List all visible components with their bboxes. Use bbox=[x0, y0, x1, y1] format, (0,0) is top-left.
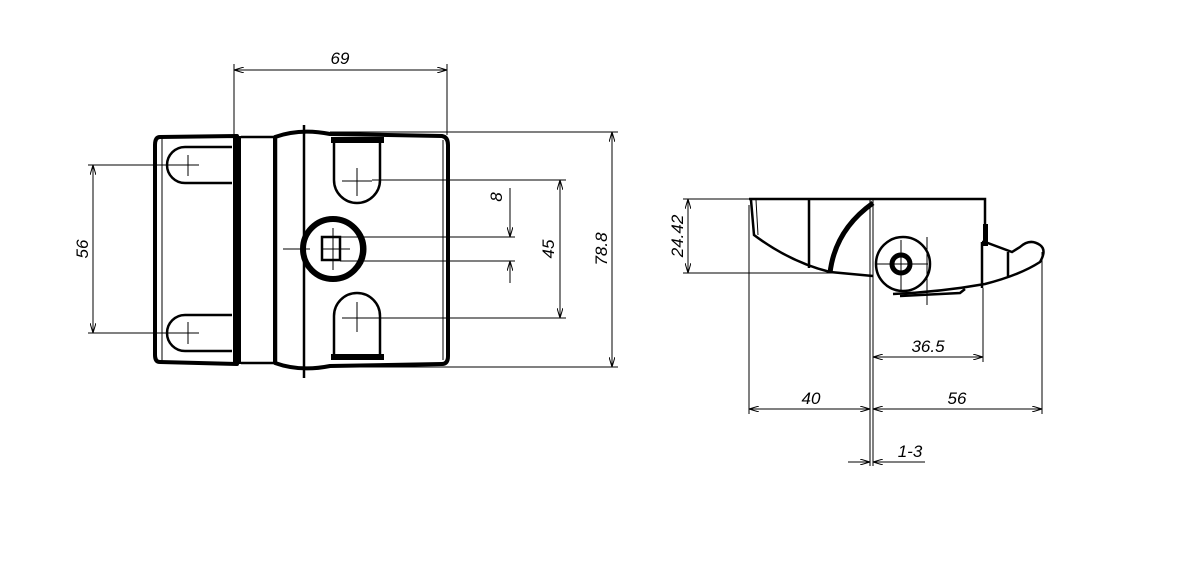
dimension-label: 45 bbox=[539, 239, 558, 258]
dimension-label: 40 bbox=[802, 389, 821, 408]
side-view: 24.42 36.5 40 56 1-3 bbox=[668, 197, 1045, 466]
dimension-69: 69 bbox=[233, 49, 448, 135]
front-view: 69 56 8 45 78.8 bbox=[73, 49, 618, 378]
dimension-24-42: 24.42 bbox=[668, 198, 835, 274]
dimension-78-8: 78.8 bbox=[330, 131, 618, 368]
dimension-label: 24.42 bbox=[668, 214, 687, 258]
dimension-1-3: 1-3 bbox=[848, 442, 925, 462]
mounting-slot-bottom-right bbox=[331, 291, 384, 360]
dimension-36-5: 36.5 bbox=[873, 288, 984, 362]
dimension-40: 40 bbox=[748, 205, 870, 414]
dimension-label: 36.5 bbox=[911, 337, 945, 356]
dimension-56-right: 56 bbox=[873, 252, 1043, 414]
dimension-label: 8 bbox=[487, 192, 506, 202]
mounting-slot-top-right bbox=[331, 137, 384, 205]
dimension-label: 56 bbox=[948, 389, 967, 408]
dimension-label: 78.8 bbox=[592, 232, 611, 266]
dimension-label: 1-3 bbox=[898, 442, 923, 461]
dimension-45: 45 bbox=[372, 179, 566, 319]
side-body-outline bbox=[749, 197, 1045, 305]
adjustment-screw bbox=[283, 216, 367, 282]
dimension-label: 69 bbox=[331, 49, 350, 68]
front-body-outline bbox=[153, 125, 450, 378]
dimension-56-left: 56 bbox=[73, 164, 180, 334]
dimension-label: 56 bbox=[73, 239, 92, 258]
dimension-8: 8 bbox=[340, 188, 515, 283]
